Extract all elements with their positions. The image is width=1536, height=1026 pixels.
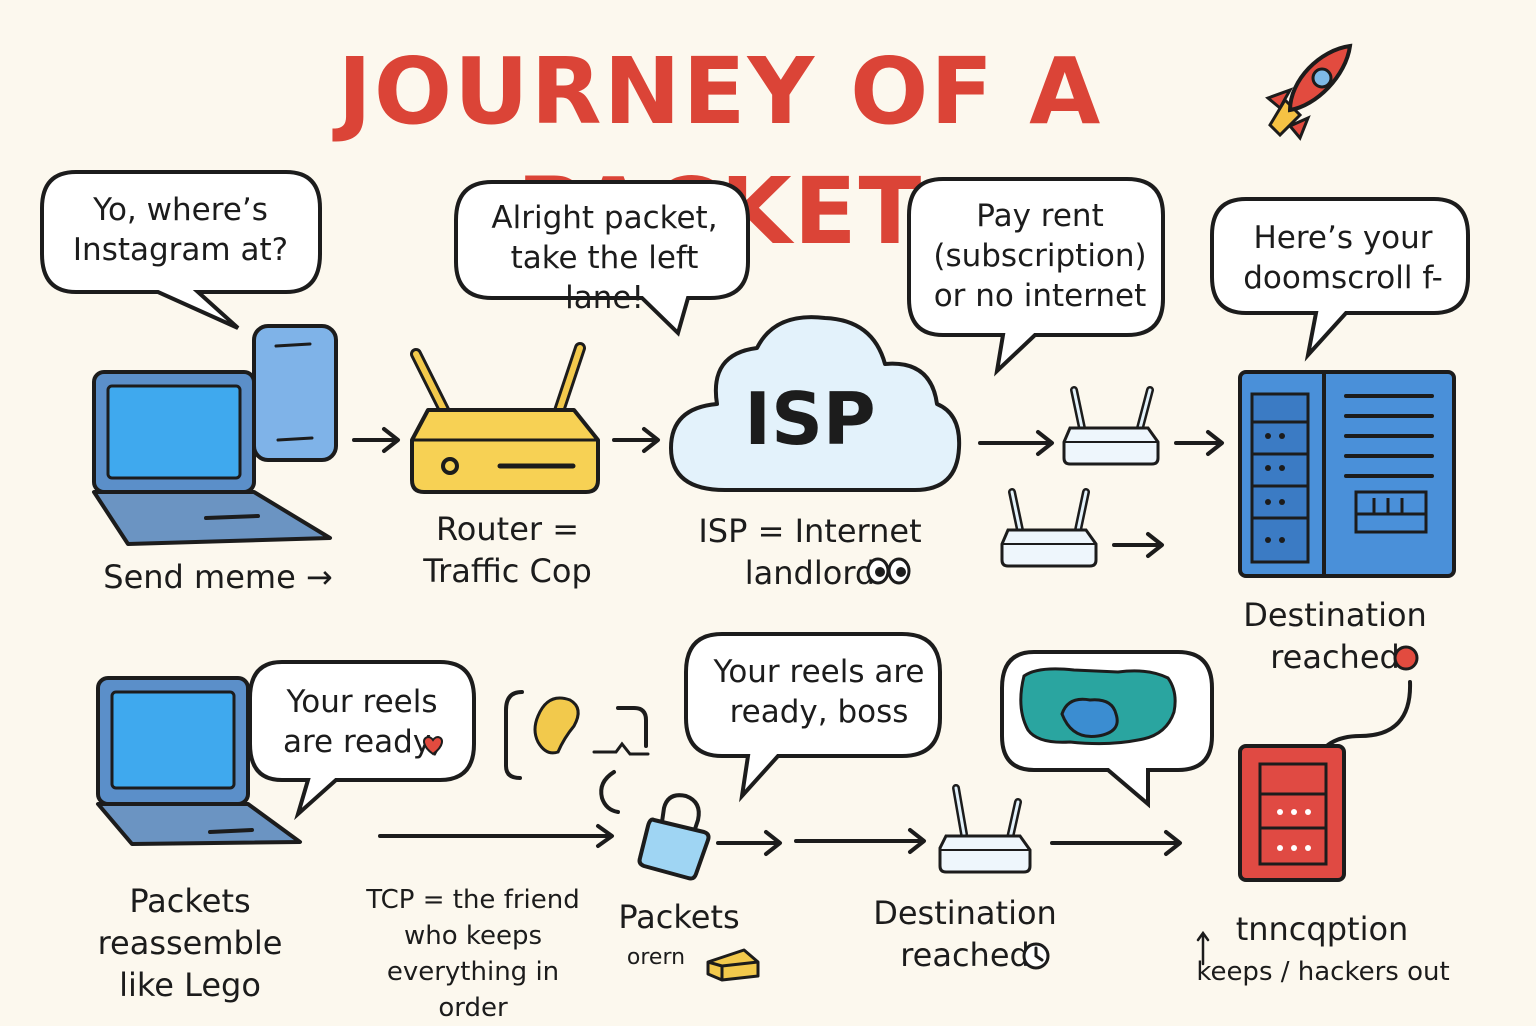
- laptop-icon: [96, 676, 302, 846]
- arrow-icon: [612, 427, 660, 453]
- speech-bubble-destination: [1210, 197, 1470, 362]
- label-tcp: TCP = the friend who keeps everything in…: [366, 885, 580, 1023]
- speech-bubble-router: [454, 180, 750, 337]
- arrow-icon: [716, 830, 782, 856]
- label-packets-sub: orern: [626, 945, 686, 970]
- clock-icon: [1022, 942, 1050, 970]
- router-icon: [938, 784, 1032, 874]
- label-encryption: tnncqption: [1235, 910, 1409, 948]
- arrow-icon: [794, 828, 926, 854]
- heart-icon: [423, 735, 443, 756]
- arrow-icon: [378, 824, 614, 848]
- label-destination: Destination reached: [1243, 596, 1427, 676]
- server-icon: [1238, 744, 1346, 882]
- cloud-text: ISP: [744, 377, 876, 461]
- puzzle-pieces-icon: [504, 690, 650, 814]
- map-bubble: [1000, 650, 1214, 809]
- speech-bubble-sender: [40, 170, 322, 330]
- arrow-icon: [352, 427, 400, 453]
- label-send-meme: Send meme →: [103, 558, 333, 596]
- arrow-icon: [1112, 532, 1164, 558]
- rocket-icon: [1265, 43, 1353, 141]
- speech-bubble-client: [248, 660, 476, 821]
- lock-icon: [637, 793, 711, 881]
- label-packets-reassemble: Packets reassemble like Lego: [97, 882, 283, 1004]
- router-icon: [1062, 386, 1160, 466]
- speech-bubble-isp: [907, 177, 1165, 377]
- router-icon: [410, 342, 600, 494]
- label-encryption-sub: keeps / hackers out: [1196, 957, 1450, 987]
- up-arrow-icon: [1196, 930, 1210, 966]
- bubble-client-text: Your reels are ready,: [283, 684, 441, 760]
- router-icon: [1000, 488, 1098, 568]
- arrow-icon: [1050, 830, 1182, 856]
- page-title: JOURNEY OF A PACKET: [337, 38, 1103, 265]
- bubble-isp-text: Pay rent (subscription) or no internet: [933, 198, 1147, 314]
- laptop-icon: [92, 370, 332, 546]
- label-isp: ISP = Internet landlord: [698, 512, 922, 592]
- phone-icon: [252, 324, 338, 462]
- label-destination-reached: Destination reached: [873, 894, 1057, 974]
- bubble-sender-text: Yo, where’s Instagram at?: [72, 192, 289, 268]
- cloud-icon: [669, 315, 962, 492]
- cheese-icon: [706, 948, 760, 982]
- label-packets: Packets: [618, 898, 740, 936]
- server-icon: [1238, 370, 1456, 578]
- red-dot-icon: [1393, 645, 1419, 671]
- label-router: Router = Traffic Cop: [423, 510, 592, 590]
- bubble-middle-text: Your reels are ready, boss: [713, 654, 925, 730]
- bubble-router-text: Alright packet, take the left lane!: [491, 200, 718, 316]
- eyes-icon: [866, 557, 911, 585]
- bubble-destination-text: Here’s your doomscroll f-: [1243, 220, 1443, 296]
- arrow-icon: [978, 430, 1054, 456]
- speech-bubble-middle: [684, 632, 942, 803]
- arrow-icon: [1174, 430, 1224, 456]
